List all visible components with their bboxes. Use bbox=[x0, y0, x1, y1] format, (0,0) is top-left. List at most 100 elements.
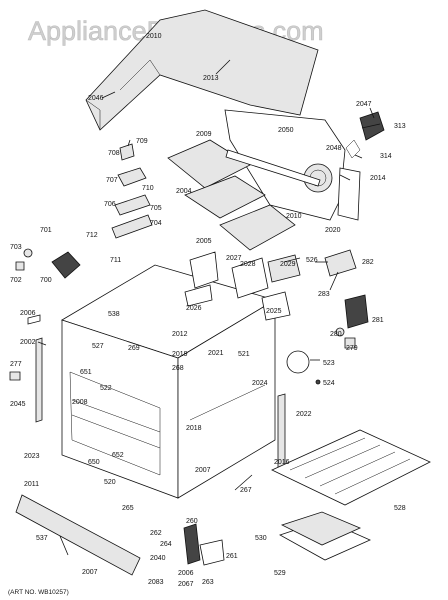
label-2011: 2011 bbox=[24, 481, 39, 488]
kick-panel-part bbox=[15, 494, 141, 576]
top-wrap-part bbox=[85, 9, 319, 131]
label-2007a: 2007 bbox=[195, 467, 211, 474]
label-706: 706 bbox=[104, 201, 116, 208]
label-522: 522 bbox=[100, 385, 112, 392]
label-269: 269 bbox=[128, 345, 140, 352]
label-282: 282 bbox=[362, 259, 374, 266]
label-2045: 2045 bbox=[10, 401, 26, 408]
label-279: 279 bbox=[346, 345, 358, 352]
bracket-2027-part bbox=[189, 251, 219, 289]
label-2083: 2083 bbox=[148, 579, 164, 586]
label-2024: 2024 bbox=[252, 380, 268, 387]
label-2006b: 2006 bbox=[178, 570, 194, 577]
label-2006: 2006 bbox=[20, 310, 36, 317]
label-2047: 2047 bbox=[356, 101, 372, 108]
label-2028: 2028 bbox=[240, 261, 256, 268]
label-260: 260 bbox=[186, 518, 198, 525]
label-708: 708 bbox=[108, 150, 120, 157]
relay-281-part bbox=[344, 294, 369, 329]
label-2029: 2029 bbox=[280, 261, 296, 268]
art-number: (ART NO. WB10257) bbox=[8, 589, 69, 596]
side-trim-part bbox=[337, 167, 361, 221]
oven-cavity-part bbox=[61, 264, 276, 499]
label-261: 261 bbox=[226, 553, 238, 560]
label-527: 527 bbox=[92, 343, 104, 350]
bracket-261-part bbox=[199, 539, 225, 566]
label-707: 707 bbox=[106, 177, 118, 184]
socket-279-part bbox=[344, 337, 356, 349]
label-2008: 2008 bbox=[72, 399, 88, 406]
trim-2006-part bbox=[27, 314, 41, 325]
label-523: 523 bbox=[323, 360, 335, 367]
strip-2045-part bbox=[35, 337, 43, 423]
label-2009: 2009 bbox=[196, 131, 212, 138]
label-521: 521 bbox=[238, 351, 250, 358]
label-2026: 2026 bbox=[186, 305, 202, 312]
label-313: 313 bbox=[394, 123, 406, 130]
hinge-706-part bbox=[114, 194, 151, 216]
fan-blade-part bbox=[345, 139, 361, 159]
label-264: 264 bbox=[160, 541, 172, 548]
label-2005: 2005 bbox=[196, 238, 212, 245]
label-2025: 2025 bbox=[266, 308, 282, 315]
label-2040: 2040 bbox=[150, 555, 166, 562]
spring-267-part bbox=[234, 474, 253, 491]
duct-lower-part bbox=[219, 204, 296, 251]
label-281: 281 bbox=[372, 317, 384, 324]
label-2010b: 2010 bbox=[286, 213, 302, 220]
label-280: 280 bbox=[330, 331, 342, 338]
bracket-2026-part bbox=[184, 284, 213, 307]
label-268: 268 bbox=[172, 365, 184, 372]
label-705: 705 bbox=[150, 205, 162, 212]
label-701: 701 bbox=[40, 227, 52, 234]
label-2004: 2004 bbox=[176, 188, 192, 195]
label-2013: 2013 bbox=[203, 75, 219, 82]
latch-700-part bbox=[51, 251, 81, 279]
label-709: 709 bbox=[136, 138, 148, 145]
label-651: 651 bbox=[80, 369, 92, 376]
bracket-2028-part bbox=[231, 257, 269, 299]
label-2012: 2012 bbox=[172, 331, 188, 338]
label-263: 263 bbox=[202, 579, 214, 586]
label-530: 530 bbox=[255, 535, 267, 542]
label-711: 711 bbox=[110, 257, 121, 264]
label-652: 652 bbox=[112, 452, 124, 459]
label-538: 538 bbox=[108, 311, 120, 318]
label-2014: 2014 bbox=[370, 175, 386, 182]
label-277: 277 bbox=[10, 361, 22, 368]
label-2023: 2023 bbox=[24, 453, 40, 460]
label-712: 712 bbox=[86, 232, 98, 239]
screw-524-part bbox=[315, 379, 321, 385]
label-710: 710 bbox=[142, 185, 154, 192]
label-2046: 2046 bbox=[88, 95, 104, 102]
label-2021: 2021 bbox=[208, 350, 224, 357]
rear-panel-part bbox=[224, 109, 346, 221]
label-2007: 2007 bbox=[82, 569, 98, 576]
label-2019: 2019 bbox=[172, 351, 188, 358]
label-2016: 2016 bbox=[274, 459, 290, 466]
label-267: 267 bbox=[240, 487, 252, 494]
label-2018: 2018 bbox=[186, 425, 202, 432]
duct-middle-part bbox=[184, 175, 266, 219]
part-labels: 2010 2013 2046 2047 313 2050 2009 2048 3… bbox=[10, 33, 406, 588]
label-2027: 2027 bbox=[226, 255, 242, 262]
label-283: 283 bbox=[318, 291, 330, 298]
broiler-grid-part bbox=[280, 511, 362, 546]
label-703: 703 bbox=[10, 244, 22, 251]
label-526: 526 bbox=[306, 257, 318, 264]
label-700: 700 bbox=[40, 277, 52, 284]
label-524: 524 bbox=[323, 380, 335, 387]
switch-282-part bbox=[324, 249, 357, 277]
label-2067: 2067 bbox=[178, 581, 194, 588]
label-2002: 2002 bbox=[20, 339, 36, 346]
lamp-280-part bbox=[335, 327, 345, 337]
label-314: 314 bbox=[380, 153, 392, 160]
label-537: 537 bbox=[36, 535, 48, 542]
label-529: 529 bbox=[274, 570, 286, 577]
hinge-260-part bbox=[183, 523, 201, 565]
label-2020: 2020 bbox=[325, 227, 341, 234]
label-2010: 2010 bbox=[146, 33, 162, 40]
hinge-704-part bbox=[111, 214, 153, 239]
label-704: 704 bbox=[150, 220, 162, 227]
